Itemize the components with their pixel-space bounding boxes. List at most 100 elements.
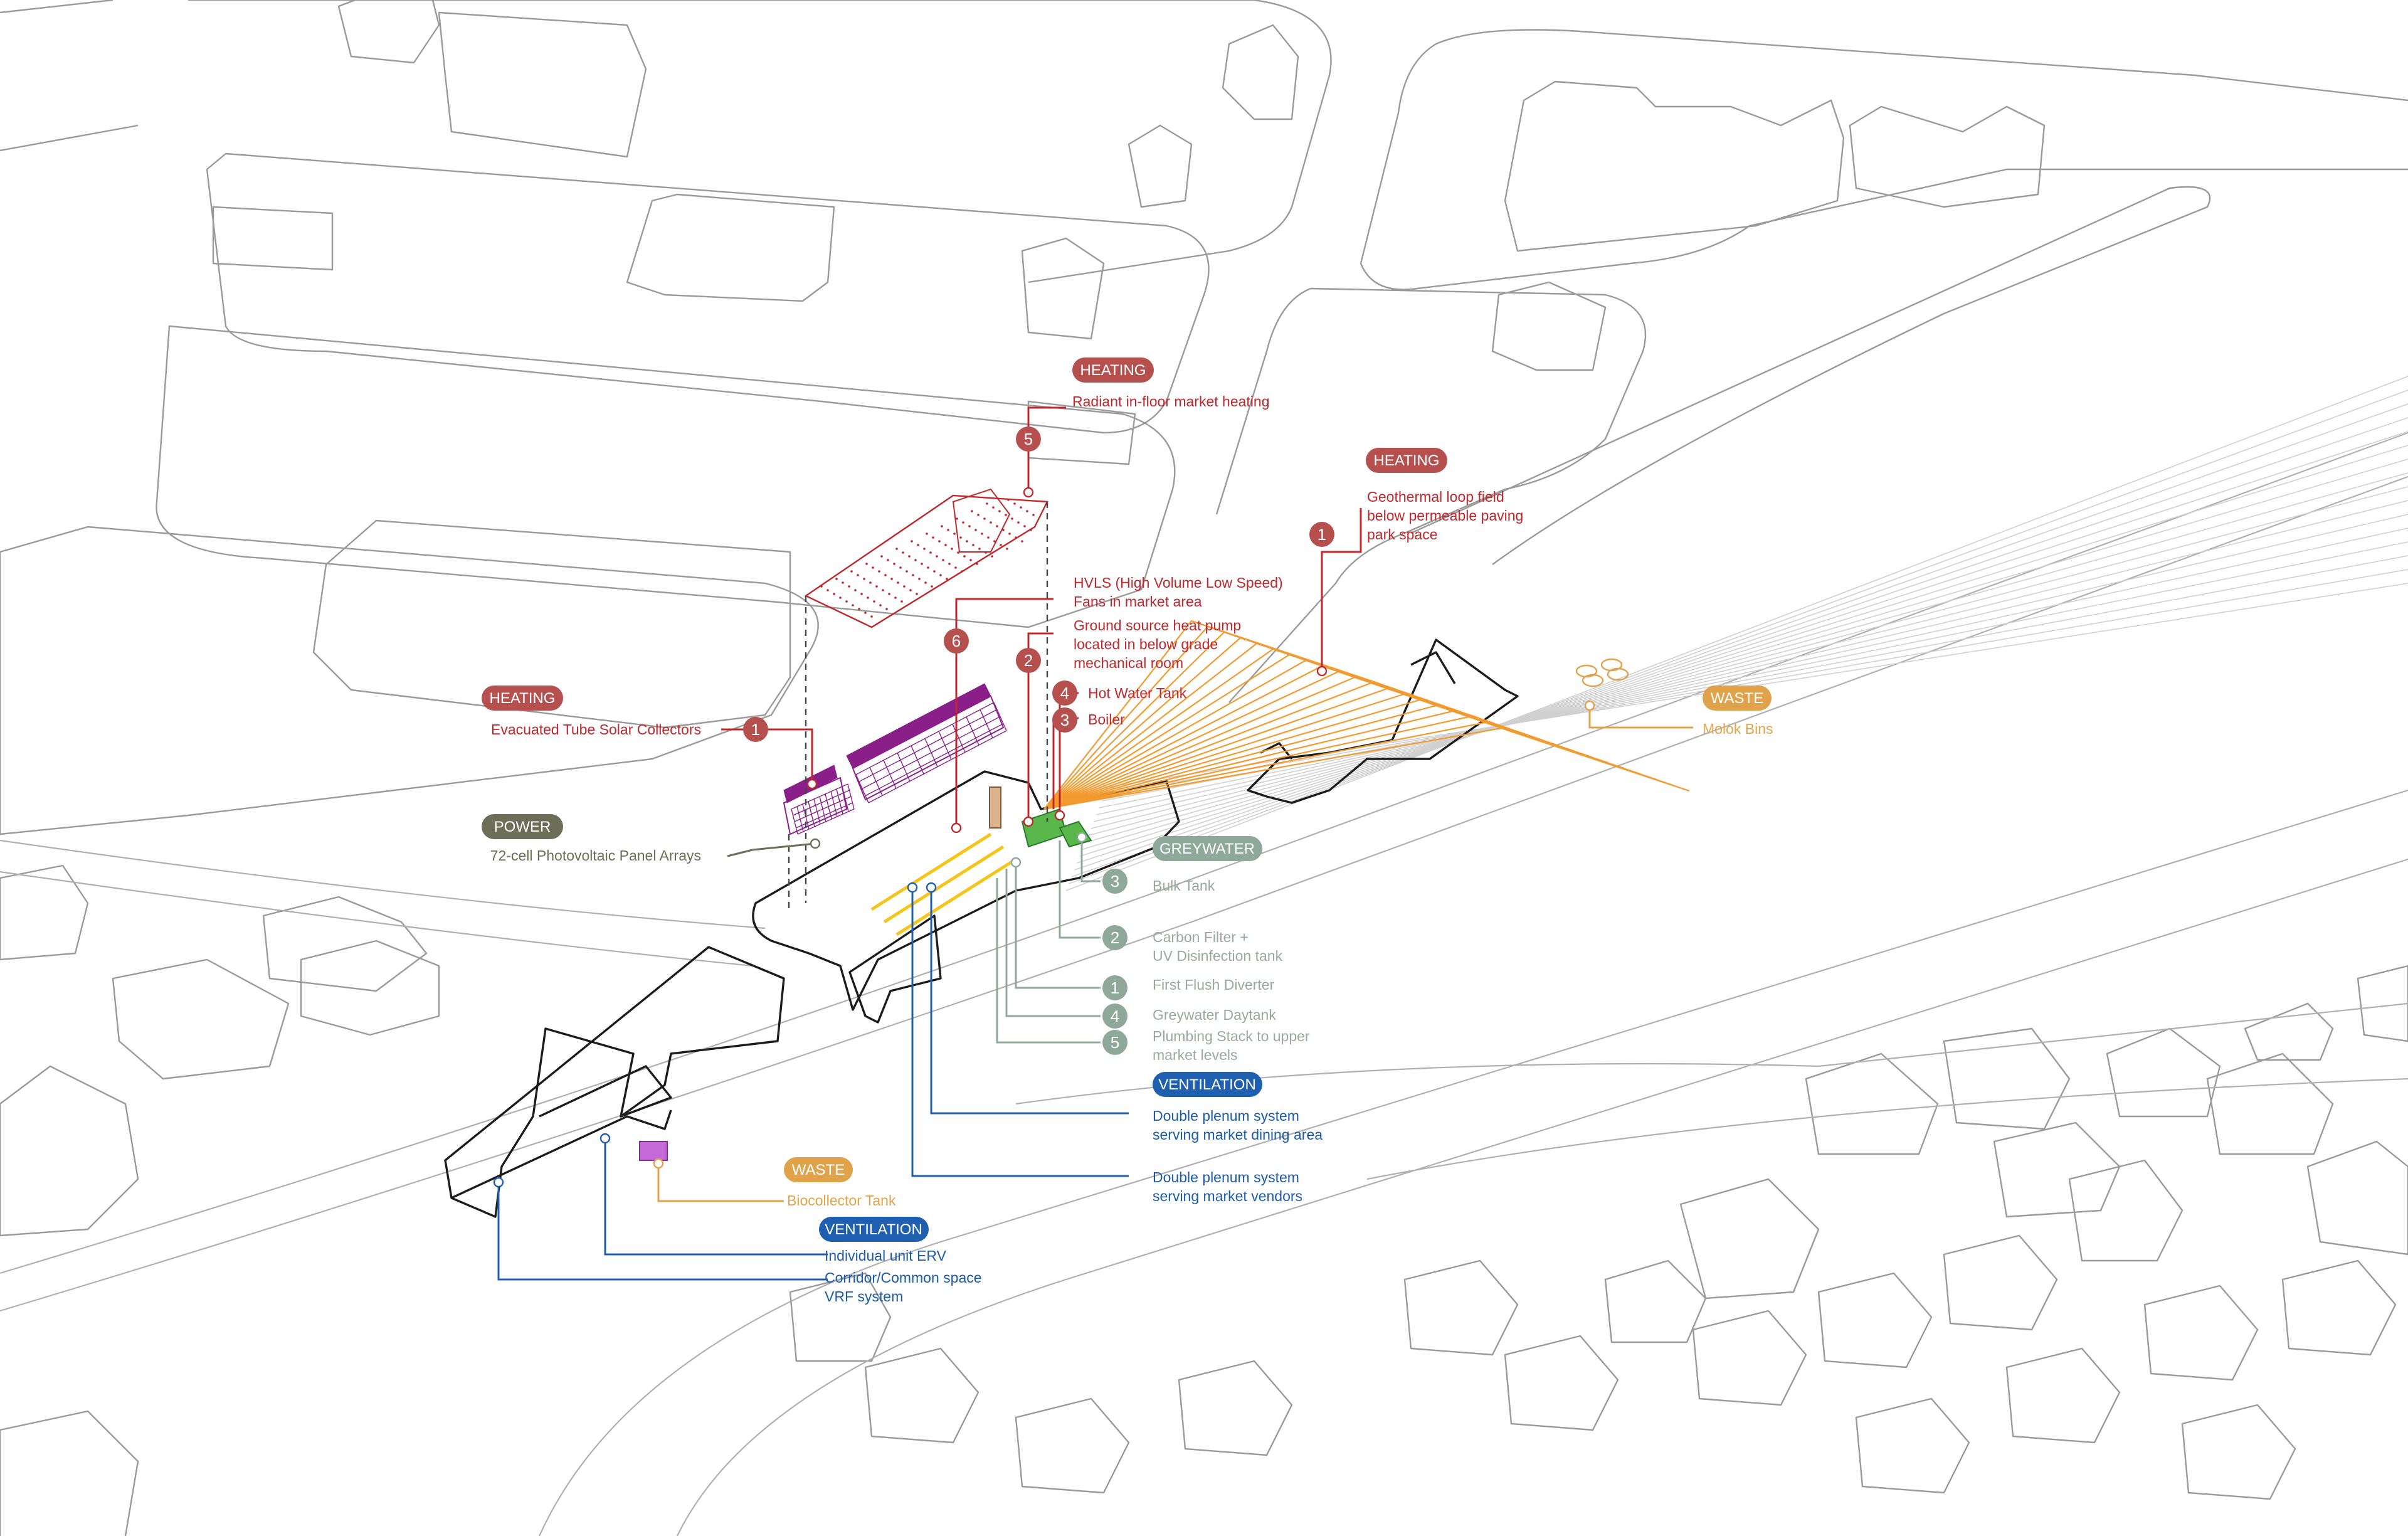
biocollector-tank-shape [639, 1141, 668, 1161]
radiant-dot [857, 574, 859, 576]
vendors-label-2: serving market vendors [1153, 1188, 1302, 1204]
radiant-dot [1002, 529, 1005, 531]
svg-text:4: 4 [1060, 684, 1069, 702]
radiant-dot [1013, 502, 1016, 505]
radiant-dot [974, 529, 977, 531]
rail-track [1082, 458, 2408, 850]
badge-stack: 5 [1102, 1030, 1127, 1055]
ventilation-tag: VENTILATION [1153, 1072, 1262, 1097]
leader-lines [497, 406, 1693, 1281]
radiant-dot [1006, 548, 1008, 550]
context-block-top-left [0, 0, 1332, 283]
context-building [1817, 1272, 1933, 1369]
radiant-dot [996, 525, 998, 527]
number-badges: 5 1 6 2 4 3 1 3 2 1 4 5 [743, 426, 1334, 1055]
molok-bins [1575, 658, 1629, 687]
context-building [2357, 965, 2408, 1042]
radiant-dot [839, 596, 842, 599]
rail-track [1069, 389, 2408, 884]
radiant-dot [848, 585, 850, 588]
geothermal-label-2: below permeable paving [1367, 507, 1523, 524]
radiant-dot [1030, 529, 1032, 531]
radiant-dot [1011, 517, 1013, 520]
radiant-dot [867, 596, 869, 599]
geothermal-loop-field [1043, 620, 1690, 810]
radiant-dot [902, 551, 904, 554]
radiant-dot [966, 540, 968, 543]
rail-track [1096, 527, 2408, 815]
pv-row-line [793, 790, 850, 816]
context-building [2143, 1284, 2259, 1381]
badge-boiler: 3 [1052, 707, 1077, 733]
radiant-dot [1020, 506, 1022, 509]
system-tags: HEATING HEATING HEATING POWER GREYWATER … [482, 358, 1772, 1242]
hot-water-label: Hot Water Tank [1088, 685, 1187, 701]
svg-text:2: 2 [1024, 651, 1033, 670]
radiant-dot [991, 555, 993, 558]
rail-track [1087, 486, 2408, 836]
radiant-dot [993, 540, 996, 543]
dining-label-2: serving market dining area [1153, 1126, 1323, 1143]
greywater-tag-label: GREYWATER [1159, 840, 1255, 857]
radiant-dot [900, 600, 903, 603]
rail-track [1065, 376, 2408, 891]
pv-label: 72-cell Photovoltaic Panel Arrays [490, 847, 701, 864]
radiant-dot [899, 566, 902, 569]
pv-row-line [868, 730, 1007, 803]
svg-text:2: 2 [1111, 928, 1119, 947]
callout-texts: Radiant in-floor market heating Geotherm… [490, 393, 1773, 1305]
vrf-label-1: Corridor/Common space [825, 1269, 982, 1286]
waste-tag-label: WASTE [1711, 690, 1763, 707]
heat-pump-label-2: located in below grade [1074, 636, 1218, 652]
stack-label-1: Plumbing Stack to upper [1153, 1028, 1310, 1044]
biocollector-label: Biocollector Tank [787, 1192, 896, 1209]
rail-track [1085, 472, 2408, 843]
geothermal-label-3: park space [1367, 526, 1438, 543]
radiant-dot [1008, 532, 1011, 535]
radiant-dot [962, 521, 964, 524]
svg-text:4: 4 [1111, 1007, 1119, 1025]
radiant-dot [987, 536, 990, 539]
radiant-dot [863, 578, 865, 580]
radiant-label: Radiant in-floor market heating [1072, 393, 1270, 410]
radiant-dot [944, 544, 947, 546]
pv-row-line [858, 709, 998, 782]
context-building-large [312, 519, 791, 729]
radiant-dot [968, 525, 971, 527]
radiant-dot [946, 578, 948, 580]
radiant-dot [909, 589, 912, 591]
radiant-dot [1026, 510, 1028, 512]
radiant-dot [1000, 544, 1002, 546]
rail-track [1104, 569, 2408, 795]
radiant-dot [998, 510, 1001, 512]
radiant-dot [852, 604, 854, 606]
radiant-dot [888, 593, 890, 595]
badge-hvls: 6 [944, 628, 969, 654]
context-building [2244, 1002, 2334, 1061]
radiant-dot [878, 570, 880, 573]
context-building [1692, 1310, 1807, 1406]
rail-track [1074, 417, 2408, 871]
geothermal-loop [1043, 710, 1641, 810]
radiant-dot [948, 563, 951, 565]
plumbing-lines [870, 832, 1017, 936]
context-building [2181, 1404, 2296, 1500]
context-building [212, 206, 334, 271]
context-building [300, 940, 440, 1036]
radiant-dot [969, 559, 972, 561]
context-building [2005, 1347, 2121, 1444]
radiant-dot [929, 551, 932, 554]
heating-tag: HEATING [1072, 358, 1154, 383]
context-block-east-north [1360, 29, 2408, 290]
heating-tag-label: HEATING [1080, 362, 1146, 379]
radiant-dot [865, 563, 868, 565]
radiant-dot [936, 555, 938, 558]
context-roads [0, 432, 2408, 1536]
radiant-dot [850, 570, 853, 573]
road-edge [677, 858, 2408, 1536]
radiant-dot [826, 589, 829, 591]
context-block-mid [156, 325, 1176, 628]
radiant-dot [1017, 521, 1020, 524]
radiant-dot [906, 570, 908, 573]
radiant-dot [954, 566, 957, 569]
